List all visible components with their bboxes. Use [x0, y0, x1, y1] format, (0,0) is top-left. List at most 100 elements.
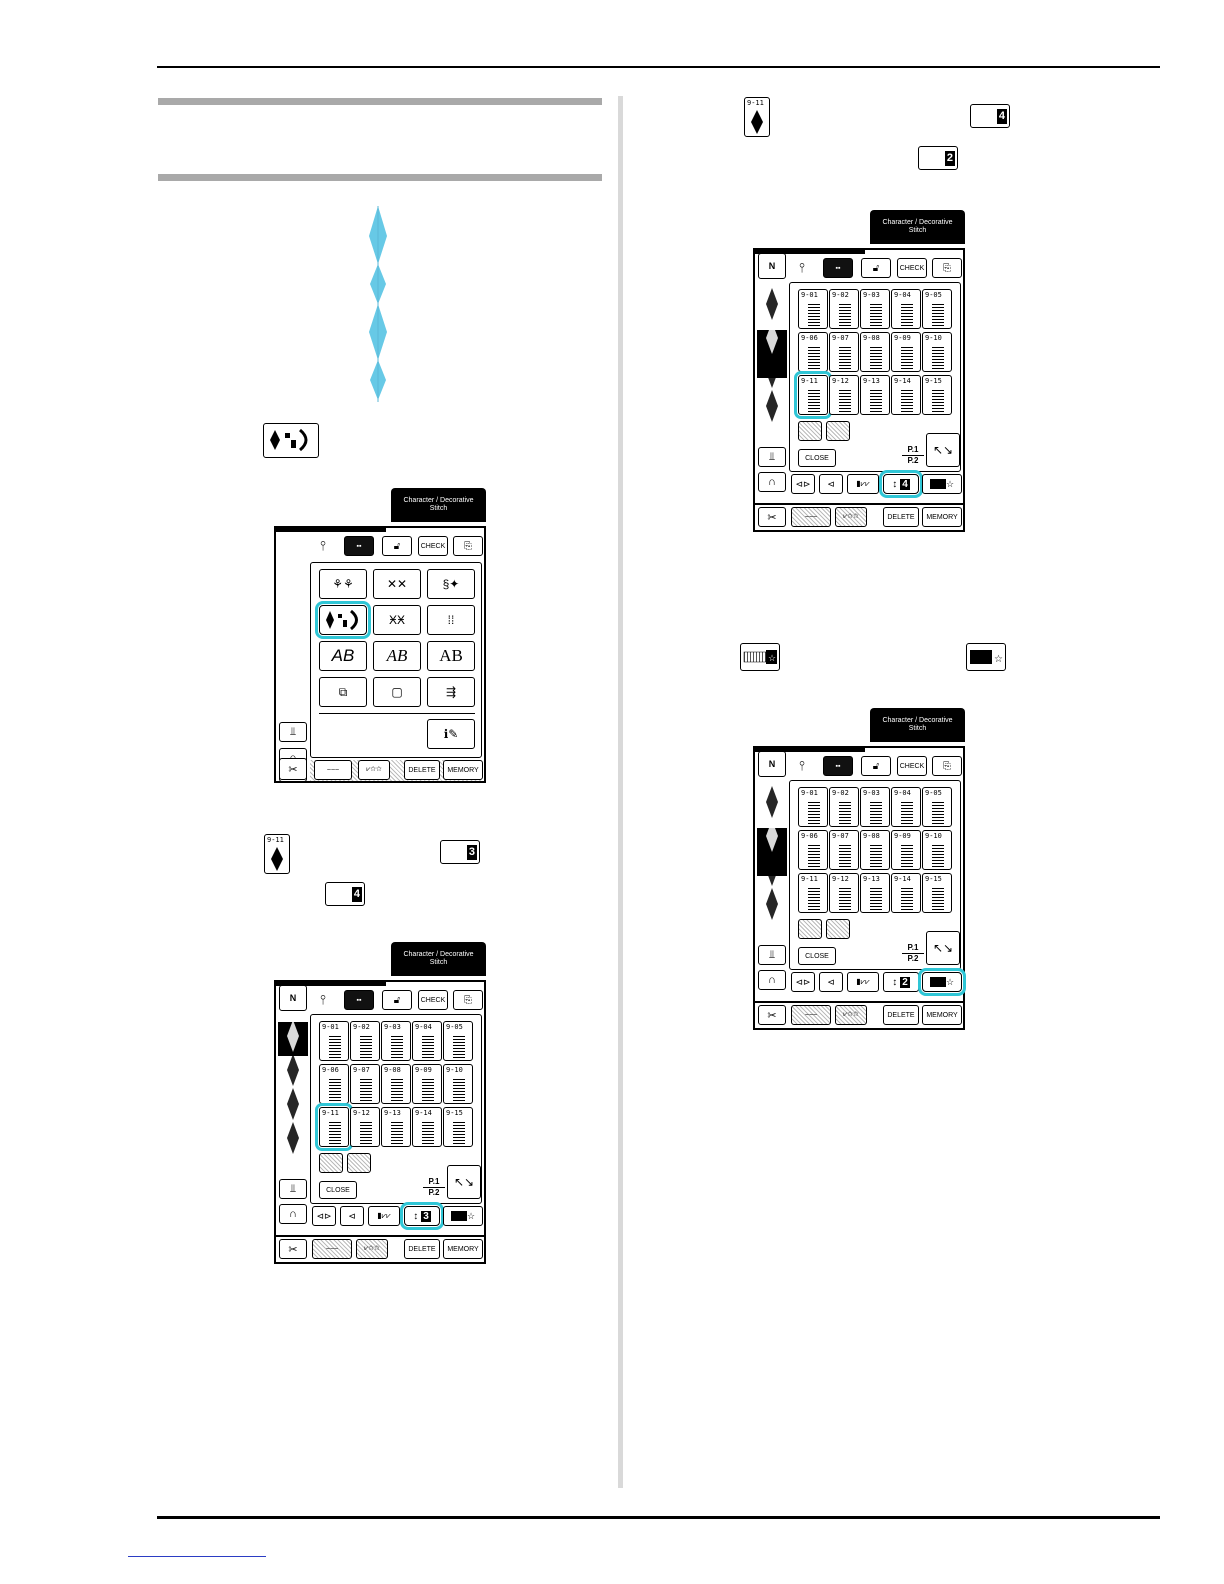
needle-icon[interactable]: ⫯: [789, 258, 815, 278]
delete-button[interactable]: DELETE: [404, 760, 440, 780]
reverse-icon[interactable]: ∩: [758, 970, 786, 990]
stitch-cell-9-01[interactable]: 9-01: [798, 289, 828, 329]
mirror-vertical-button[interactable]: ⊲⊳: [791, 474, 815, 494]
page-scroll-button[interactable]: ↖↘: [447, 1165, 481, 1199]
lock-icon[interactable]: 🔓︎: [382, 990, 412, 1010]
edit-button[interactable]: ⩗☆☆: [835, 1005, 867, 1025]
pattern-mode-button[interactable]: ▪▪: [823, 756, 853, 776]
stitch-cell-9-07[interactable]: 9-07: [829, 332, 859, 372]
stitch-cell-9-13[interactable]: 9-13: [860, 873, 890, 913]
needle-mode-icon[interactable]: N: [758, 751, 786, 777]
stitch-cell-9-11[interactable]: 9-11: [798, 873, 828, 913]
stitch-cell-9-03[interactable]: 9-03: [381, 1021, 411, 1061]
page-scroll-button[interactable]: ↖↘: [926, 433, 960, 467]
elongation-button[interactable]: ↕2: [883, 972, 919, 992]
pattern-mode-button[interactable]: ▪▪: [344, 990, 374, 1010]
category-my-custom-button[interactable]: ⧉: [319, 677, 367, 707]
stitch-cell-9-02[interactable]: 9-02: [829, 289, 859, 329]
stitch-width-button[interactable]: ~~~: [791, 507, 831, 527]
stitch-cell-9-10[interactable]: 9-10: [443, 1064, 473, 1104]
mirror-horizontal-button[interactable]: ⊲: [819, 474, 843, 494]
stitch-cell-9-14[interactable]: 9-14: [412, 1107, 442, 1147]
stitch-cell-9-04[interactable]: 9-04: [891, 787, 921, 827]
stitch-cell-9-10[interactable]: 9-10: [922, 830, 952, 870]
stitch-cell-9-03[interactable]: 9-03: [860, 787, 890, 827]
stitch-width-button[interactable]: ~~~: [791, 1005, 831, 1025]
repeat-mode-button[interactable]: ☆: [443, 1206, 483, 1226]
stitch-cell-9-12[interactable]: 9-12: [829, 873, 859, 913]
settings-icon[interactable]: ⎘: [932, 756, 962, 776]
close-button[interactable]: CLOSE: [798, 449, 836, 467]
presser-foot-icon[interactable]: ⫫: [758, 945, 786, 965]
check-button[interactable]: CHECK: [897, 258, 927, 278]
memory-button[interactable]: MEMORY: [443, 1239, 483, 1259]
mirror-horizontal-button[interactable]: ⊲: [819, 972, 843, 992]
presser-foot-icon[interactable]: ⫫: [279, 722, 307, 742]
check-button[interactable]: CHECK: [418, 536, 448, 556]
stitch-cell-9-15[interactable]: 9-15: [922, 375, 952, 415]
edit-button[interactable]: ⩗☆☆: [358, 760, 390, 780]
stitch-cell-9-02[interactable]: 9-02: [350, 1021, 380, 1061]
category-gothic-font-button[interactable]: AB: [319, 641, 367, 671]
stitch-cell-9-04[interactable]: 9-04: [412, 1021, 442, 1061]
stitch-cell-9-07[interactable]: 9-07: [350, 1064, 380, 1104]
pattern-mode-button[interactable]: ▪▪: [823, 258, 853, 278]
settings-icon[interactable]: ⎘: [932, 258, 962, 278]
stitch-cell-9-01[interactable]: 9-01: [319, 1021, 349, 1061]
stitch-cell-9-09[interactable]: 9-09: [891, 332, 921, 372]
stitch-cell-9-14[interactable]: 9-14: [891, 873, 921, 913]
stitch-cell-9-02[interactable]: 9-02: [829, 787, 859, 827]
repeat-mode-button[interactable]: ☆: [918, 968, 966, 996]
stitch-cell-9-15[interactable]: 9-15: [922, 873, 952, 913]
help-button[interactable]: ℹ✎: [427, 719, 475, 749]
stitch-cell-9-04[interactable]: 9-04: [891, 289, 921, 329]
category-utility-button[interactable]: ⁞⁞: [427, 605, 475, 635]
stitch-cell-9-13[interactable]: 9-13: [860, 375, 890, 415]
category-decorative-satin-button[interactable]: [315, 601, 371, 639]
memory-button[interactable]: MEMORY: [922, 507, 962, 527]
delete-button[interactable]: DELETE: [883, 1005, 919, 1025]
scissors-icon[interactable]: ✂: [758, 507, 786, 527]
edit-button[interactable]: ⩗☆☆: [835, 507, 867, 527]
scissors-icon[interactable]: ✂: [279, 1239, 307, 1259]
stitch-width-button[interactable]: ~~~: [312, 1239, 352, 1259]
presser-foot-icon[interactable]: ⫫: [758, 447, 786, 467]
stitch-cell-9-01[interactable]: 9-01: [798, 787, 828, 827]
stitch-cell-9-12[interactable]: 9-12: [350, 1107, 380, 1147]
reverse-icon[interactable]: ∩: [279, 1204, 307, 1224]
stitch-cell-9-05[interactable]: 9-05: [443, 1021, 473, 1061]
category-usb-button[interactable]: ⇶: [427, 677, 475, 707]
next-page-small-button[interactable]: [826, 919, 850, 939]
elongation-button[interactable]: ↕4: [879, 470, 923, 498]
needle-icon[interactable]: ⫯: [310, 990, 336, 1010]
stitch-cell-9-08[interactable]: 9-08: [381, 1064, 411, 1104]
stitch-cell-9-08[interactable]: 9-08: [860, 332, 890, 372]
category-outline-font-button[interactable]: AB: [427, 641, 475, 671]
lock-icon[interactable]: 🔓︎: [382, 536, 412, 556]
needle-icon[interactable]: ⫯: [310, 536, 336, 556]
stitch-cell-9-06[interactable]: 9-06: [319, 1064, 349, 1104]
stitch-cell-9-06[interactable]: 9-06: [798, 332, 828, 372]
stitch-cell-9-12[interactable]: 9-12: [829, 375, 859, 415]
mirror-horizontal-button[interactable]: ⊲: [340, 1206, 364, 1226]
scissors-icon[interactable]: ✂: [279, 758, 307, 780]
scissors-icon[interactable]: ✂: [758, 1005, 786, 1025]
category-floral-button[interactable]: ⚘⚘: [319, 569, 367, 599]
stitch-cell-9-08[interactable]: 9-08: [860, 830, 890, 870]
close-button[interactable]: CLOSE: [798, 947, 836, 965]
density-button[interactable]: ▮⩗⩗: [847, 474, 879, 494]
density-button[interactable]: ▮⩗⩗: [847, 972, 879, 992]
needle-icon[interactable]: ⫯: [789, 756, 815, 776]
close-button[interactable]: CLOSE: [319, 1181, 357, 1199]
stitch-cell-9-15[interactable]: 9-15: [443, 1107, 473, 1147]
category-script-font-button[interactable]: AB: [373, 641, 421, 671]
stitch-cell-9-03[interactable]: 9-03: [860, 289, 890, 329]
needle-mode-icon[interactable]: N: [279, 985, 307, 1011]
lock-icon[interactable]: 🔓︎: [861, 756, 891, 776]
reverse-icon[interactable]: ∩: [758, 472, 786, 492]
needle-mode-icon[interactable]: N: [758, 253, 786, 279]
footer-link-underline[interactable]: [128, 1556, 266, 1557]
prev-page-small-button[interactable]: [319, 1153, 343, 1173]
mirror-vertical-button[interactable]: ⊲⊳: [791, 972, 815, 992]
stitch-cell-9-05[interactable]: 9-05: [922, 787, 952, 827]
